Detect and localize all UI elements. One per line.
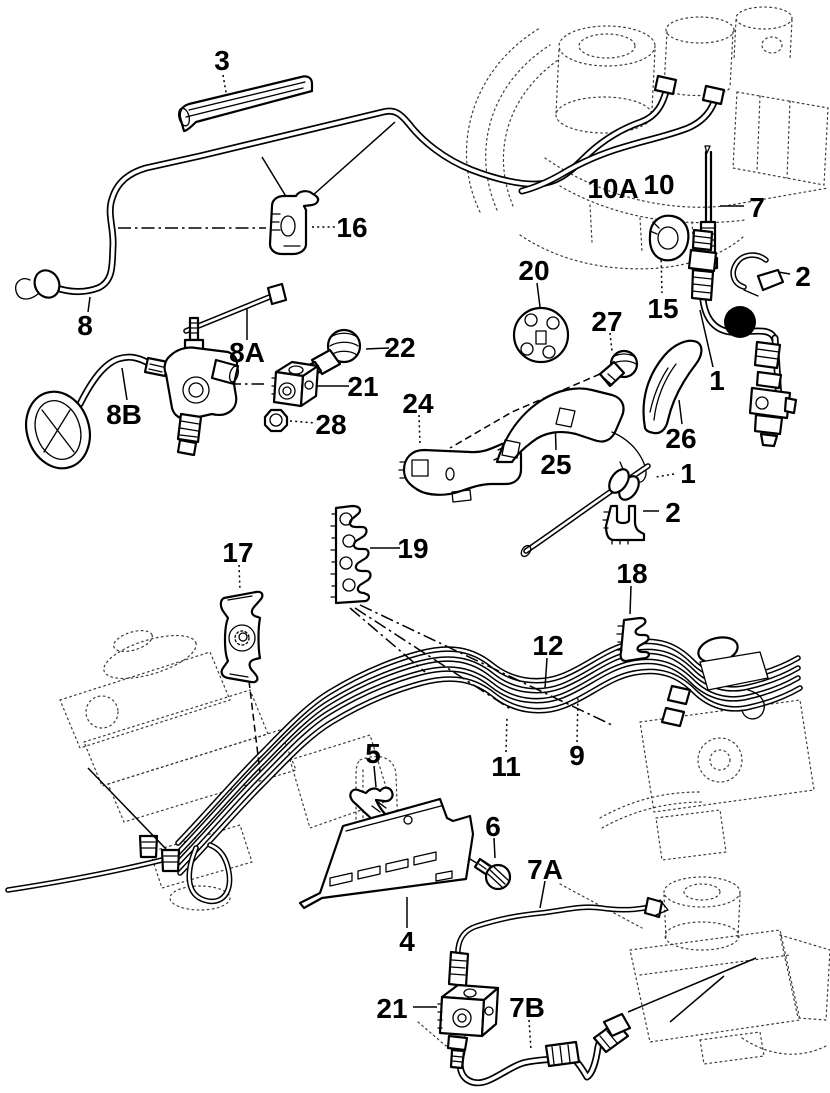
part-3-protective-sleeve[interactable]: [177, 75, 314, 133]
callout-18[interactable]: 18: [616, 558, 647, 589]
part-4-heat-shield[interactable]: [298, 797, 475, 910]
part-15-grommet[interactable]: [648, 214, 690, 262]
part-16-clip[interactable]: [268, 190, 320, 256]
part-8a-pipe[interactable]: [186, 282, 288, 331]
callout-12[interactable]: 12: [532, 630, 563, 661]
callout-5[interactable]: 5: [365, 738, 381, 769]
callout-labels: 3 16 10A 10 7 2 15 20 27 22 21 8 8A 8B 2…: [77, 45, 811, 1024]
callout-8B[interactable]: 8B: [106, 399, 142, 430]
callout-16[interactable]: 16: [336, 212, 367, 243]
callout-19[interactable]: 19: [397, 533, 428, 564]
pipe-bundle-9-11-12[interactable]: [8, 634, 800, 902]
callout-3[interactable]: 3: [214, 45, 230, 76]
callout-27[interactable]: 27: [591, 306, 622, 337]
callout-6[interactable]: 6: [485, 811, 501, 842]
callout-2-top[interactable]: 2: [795, 261, 811, 292]
part-26-shield[interactable]: [642, 339, 703, 435]
part-27-bolt[interactable]: [598, 349, 639, 388]
callout-15[interactable]: 15: [647, 293, 678, 324]
pipe-7a[interactable]: [447, 896, 669, 988]
part-2-clip-mid[interactable]: [602, 504, 646, 545]
leader-lines: [87, 74, 791, 1051]
callout-21-upper[interactable]: 21: [347, 371, 378, 402]
callout-7[interactable]: 7: [749, 192, 765, 223]
part-1-hose-assembly[interactable]: [687, 228, 798, 448]
part-19-clip[interactable]: [330, 504, 372, 605]
part-28-nut[interactable]: [263, 408, 289, 433]
callout-10[interactable]: 10: [643, 169, 674, 200]
ghost-engine-assembly: [59, 629, 399, 911]
callout-10A[interactable]: 10A: [587, 173, 638, 204]
part-21-union-upper[interactable]: [271, 360, 320, 408]
selection-dot: [724, 306, 756, 338]
callout-8[interactable]: 8: [77, 310, 93, 341]
part-24-bracket[interactable]: [398, 441, 523, 503]
part-17-bracket[interactable]: [219, 590, 264, 684]
part-1-pipe-with-grommet[interactable]: [519, 466, 648, 558]
callout-25[interactable]: 25: [540, 449, 571, 480]
part-2-clip-top[interactable]: [730, 252, 785, 297]
part-18-clip[interactable]: [616, 616, 650, 663]
callout-21-lower[interactable]: 21: [376, 993, 407, 1024]
pipe-8-to-master-cylinder[interactable]: [15, 74, 726, 302]
callout-28[interactable]: 28: [315, 409, 346, 440]
callout-8A[interactable]: 8A: [229, 337, 265, 368]
ghost-bracket-assembly-right: [599, 699, 815, 861]
callout-4[interactable]: 4: [399, 926, 415, 957]
callout-11[interactable]: 11: [491, 751, 521, 782]
callout-24[interactable]: 24: [402, 388, 434, 419]
callout-7A[interactable]: 7A: [527, 854, 563, 885]
callout-1-pipe[interactable]: 1: [680, 458, 696, 489]
hose-7b[interactable]: [460, 1012, 632, 1083]
part-8b-hose[interactable]: [16, 357, 170, 476]
callout-20[interactable]: 20: [518, 255, 549, 286]
part-6-screw[interactable]: [473, 857, 512, 891]
callout-26[interactable]: 26: [665, 423, 696, 454]
part-25-bracket[interactable]: [493, 387, 647, 483]
part-t-union[interactable]: [163, 316, 240, 457]
callout-17[interactable]: 17: [222, 537, 253, 568]
part-20-grommet-plate[interactable]: [512, 306, 570, 364]
part-21-union-lower[interactable]: [437, 983, 500, 1070]
ghost-brake-booster-assembly: [465, 6, 829, 270]
callout-9[interactable]: 9: [569, 740, 585, 771]
callout-7B[interactable]: 7B: [509, 992, 545, 1023]
callout-2-mid[interactable]: 2: [665, 497, 681, 528]
callout-1-hose[interactable]: 1: [709, 365, 725, 396]
callout-22[interactable]: 22: [384, 332, 415, 363]
